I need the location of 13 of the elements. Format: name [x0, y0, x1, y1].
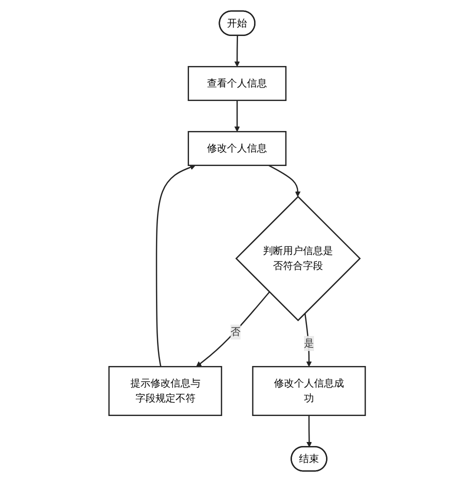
node-box: 提示修改信息与字段规定不符 [108, 366, 222, 416]
arrow [234, 36, 240, 67]
arrow [156, 164, 196, 367]
node-box: 修改个人信息 [188, 131, 286, 166]
node-box: 查看个人信息 [188, 66, 286, 101]
arrow [268, 164, 300, 197]
arrow [234, 100, 240, 132]
edge-label: 是 [304, 337, 314, 350]
edge-label: 否 [230, 326, 240, 338]
arrow [196, 292, 270, 367]
arrow [306, 415, 312, 448]
node-box: 修改个人信息成功 [252, 366, 366, 416]
node-diamond: 判断用户信息是否符合字段 [235, 196, 361, 322]
